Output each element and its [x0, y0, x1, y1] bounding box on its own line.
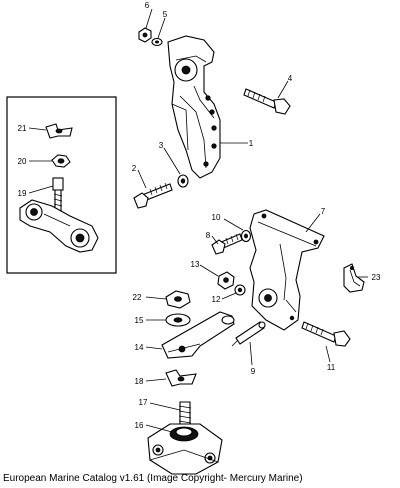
callout-3: 3 — [159, 141, 164, 150]
part-8-bolt — [211, 233, 243, 255]
part-9-pin — [231, 321, 266, 347]
callout-21: 21 — [18, 124, 27, 133]
callout-1: 1 — [249, 139, 254, 148]
callout-14: 14 — [135, 343, 144, 352]
part-14-link — [161, 311, 235, 359]
callout-12: 12 — [212, 295, 221, 304]
part-1-bracket — [167, 35, 221, 179]
part-2-bolt — [133, 182, 173, 209]
part-18-wing-nut — [165, 369, 197, 387]
callout-22: 22 — [133, 293, 142, 302]
leader-lines — [28, 8, 368, 433]
callout-labels: 6 5 4 1 3 2 7 10 8 13 12 9 11 23 21 20 1… — [18, 1, 381, 430]
part-7-bracket — [249, 209, 325, 331]
callout-5: 5 — [163, 10, 168, 19]
part-22-nut — [165, 290, 191, 309]
callout-6: 6 — [145, 1, 150, 10]
callout-16: 16 — [135, 421, 144, 430]
part-12-washer — [234, 284, 246, 296]
callout-19: 19 — [18, 189, 27, 198]
part-3-washer — [177, 174, 189, 188]
copyright-caption: European Marine Catalog v1.61 (Image Cop… — [3, 473, 303, 484]
callout-2: 2 — [132, 164, 137, 173]
callout-18: 18 — [135, 377, 144, 386]
part-19-mount — [19, 177, 99, 253]
part-13-nut — [217, 271, 235, 290]
part-20-nut — [51, 154, 71, 168]
part-15-washer — [165, 313, 191, 327]
callout-8: 8 — [206, 231, 211, 240]
callout-4: 4 — [288, 74, 293, 83]
part-21-wing-nut — [45, 123, 73, 139]
part-5-washer — [151, 37, 163, 47]
callout-13: 13 — [191, 260, 200, 269]
part-11-bolt — [301, 321, 351, 347]
callout-23: 23 — [372, 273, 381, 282]
part-4-bolt — [243, 88, 291, 115]
callout-11: 11 — [327, 363, 336, 372]
callout-7: 7 — [321, 207, 326, 216]
callout-20: 20 — [18, 157, 27, 166]
part-6-nut — [138, 27, 152, 43]
part-23-clip — [343, 263, 365, 293]
inset-frame — [6, 96, 117, 274]
part-10-washer — [240, 229, 252, 243]
part-17-stud — [178, 401, 192, 427]
part-16-rubber-mount — [147, 423, 223, 475]
callout-15: 15 — [135, 316, 144, 325]
callout-9: 9 — [251, 367, 256, 376]
callout-10: 10 — [212, 213, 221, 222]
callout-17: 17 — [139, 398, 148, 407]
